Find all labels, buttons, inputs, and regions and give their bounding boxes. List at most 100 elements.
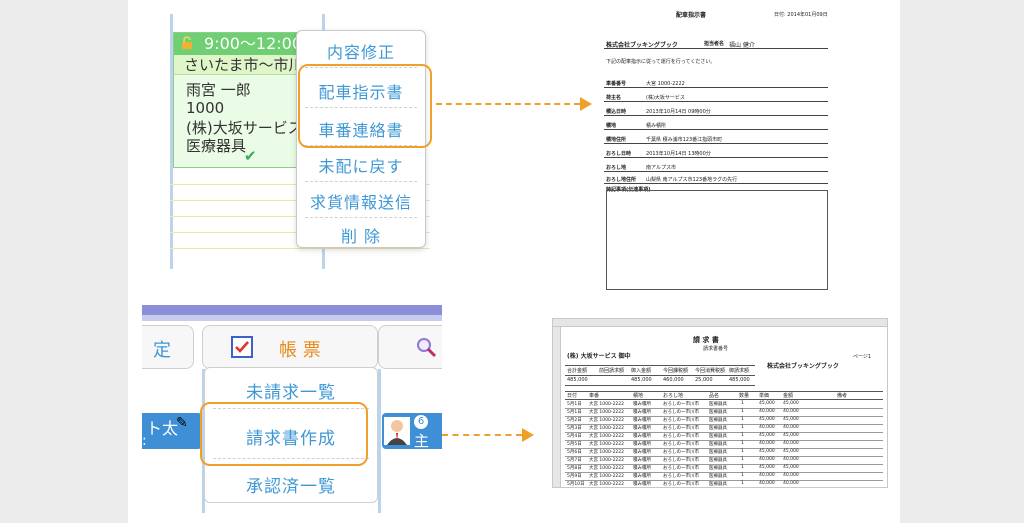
table-cell: 大宮 1000-2222 — [589, 482, 624, 487]
doc-row-value: 山梨県 南アルプス市123番地ラグの先行 — [646, 177, 738, 183]
table-cell: 1 — [741, 409, 744, 414]
table-cell: 5月3日 — [567, 426, 582, 431]
row-header-bar — [553, 327, 561, 487]
event-code: 1000 — [186, 99, 225, 117]
invoice-page: ページ1 — [853, 354, 872, 360]
table-cell: 大宮 1000-2222 — [589, 434, 624, 439]
table-cell: おろしの一市川市 — [663, 474, 699, 479]
table-cell: 40,000 — [783, 441, 799, 446]
table-cell: 大宮 1000-2222 — [589, 442, 624, 447]
table-cell: おろしの一市川市 — [663, 450, 699, 455]
doc-row-label: おろし地 — [606, 165, 627, 171]
table-header: 品名 — [709, 393, 720, 399]
event-cargo: 医療器具 — [186, 137, 247, 155]
table-cell: 5月4日 — [567, 434, 582, 439]
invoice-issuer: 株式会社ブッキングブック — [767, 363, 839, 370]
row-line — [565, 480, 883, 481]
doc-rule — [604, 129, 828, 130]
menu-item-delete[interactable]: 削 除 — [340, 227, 382, 246]
table-cell: 積み積所 — [633, 450, 651, 455]
menu-separator — [305, 67, 417, 68]
search-icon — [417, 338, 437, 358]
doc-row-value: 南アルプス市 — [646, 165, 676, 171]
table-header: 積地 — [633, 393, 644, 399]
table-cell: 45,000 — [783, 449, 799, 454]
table-cell: おろしの一市川市 — [663, 458, 699, 463]
count-badge: 6 — [414, 415, 428, 429]
doc-row-value: 2013年10月14日 13時00分 — [646, 151, 711, 157]
menu-item-create-invoice[interactable]: 請求書作成 — [246, 429, 336, 449]
arrow-head-icon — [522, 428, 534, 442]
table-cell: 40,000 — [759, 481, 775, 486]
menu-separator — [213, 408, 369, 409]
column-divider — [378, 369, 381, 513]
summary-value: 485,000 — [567, 377, 588, 383]
grid-line — [565, 385, 755, 386]
table-header: 数量 — [739, 393, 750, 399]
invoice-customer: (株) 大坂サービス 御中 — [567, 353, 631, 360]
table-cell: 大宮 1000-2222 — [589, 450, 624, 455]
column-divider — [202, 369, 205, 513]
doc-recipient-label: 担当者名 — [704, 41, 725, 47]
row-line — [565, 416, 883, 417]
header-subbar — [142, 315, 442, 321]
table-cell: 45,000 — [783, 465, 799, 470]
table-cell: 45,000 — [759, 417, 775, 422]
table-cell: 医療器具 — [709, 450, 727, 455]
table-header: 日付 — [567, 393, 578, 399]
table-cell: 40,000 — [783, 481, 799, 486]
menu-item-unbilled-list[interactable]: 未請求一覧 — [246, 383, 336, 403]
doc-rule — [604, 157, 828, 158]
doc-rule — [604, 183, 828, 184]
row-line — [565, 464, 883, 465]
edit-icon: ✎ — [176, 415, 188, 431]
doc-row-label: 荷主名 — [606, 95, 622, 101]
table-cell: 1 — [741, 449, 744, 454]
table-cell: 1 — [741, 481, 744, 486]
table-cell: おろしの一市川市 — [663, 434, 699, 439]
table-cell: 積み積所 — [633, 426, 651, 431]
table-cell: 1 — [741, 457, 744, 462]
doc-row-label: 積地住所 — [606, 137, 627, 143]
schedule-event[interactable]: 9:00〜12:00 さいたま市〜市川市 雨宮 一郎 1000 (株)大坂サービ… — [173, 32, 313, 168]
doc-rule — [604, 143, 828, 144]
menu-item-send-cargo-info[interactable]: 求貨情報送信 — [309, 193, 412, 212]
column-divider — [170, 14, 173, 269]
column-header-bar — [553, 319, 887, 327]
table-cell: 医療器具 — [709, 474, 727, 479]
menu-item-approved-list[interactable]: 承認済一覧 — [246, 477, 336, 497]
doc-row-value: 2013年10月14日 09時00分 — [646, 109, 711, 115]
highlight-box — [298, 64, 432, 148]
table-cell: おろしの一市川市 — [663, 418, 699, 423]
table-cell: 40,000 — [783, 409, 799, 414]
doc-notes-box — [606, 190, 828, 290]
summary-header: 合計金額 — [567, 368, 588, 374]
table-cell: 医療器具 — [709, 402, 727, 407]
menu-item-dispatch-order[interactable]: 配車指示書 — [318, 83, 404, 102]
lock-icon — [182, 36, 192, 49]
invoice-spreadsheet: 請 求 書 請求書番号 (株) 大坂サービス 御中 ページ1 株式会社ブッキング… — [552, 318, 888, 488]
menu-item-vehicle-notice[interactable]: 車番連絡書 — [318, 121, 404, 140]
tab-reports[interactable]: 帳 票 — [202, 325, 378, 369]
table-cell: 1 — [741, 465, 744, 470]
check-icon: ✔ — [244, 147, 257, 165]
doc-company: 株式会社ブッキングブック — [606, 42, 678, 49]
summary-header: 御入金額 — [631, 368, 652, 374]
table-cell: おろしの一市川市 — [663, 482, 699, 487]
table-cell: おろしの一市川市 — [663, 410, 699, 415]
grid-line — [565, 365, 755, 366]
row-text: 主 — [414, 432, 430, 450]
table-cell: 1 — [741, 473, 744, 478]
table-cell: 積み積所 — [633, 482, 651, 487]
summary-header: 今回消費税額 — [695, 368, 726, 374]
tab-search[interactable] — [378, 325, 442, 369]
doc-recipient: 福山 健介 — [729, 42, 755, 49]
menu-item-edit[interactable]: 内容修正 — [326, 43, 395, 62]
row-text: ト太 — [146, 419, 179, 438]
menu-item-unassign[interactable]: 未配に戻す — [318, 157, 404, 176]
row-band: 6 主 — [382, 413, 442, 450]
event-company: (株)大坂サービス — [186, 119, 303, 137]
tab-settings[interactable]: 定 — [142, 325, 194, 369]
doc-row-label: 車番番号 — [606, 81, 627, 87]
doc-row-value: (株)大坂サービス — [646, 95, 685, 101]
